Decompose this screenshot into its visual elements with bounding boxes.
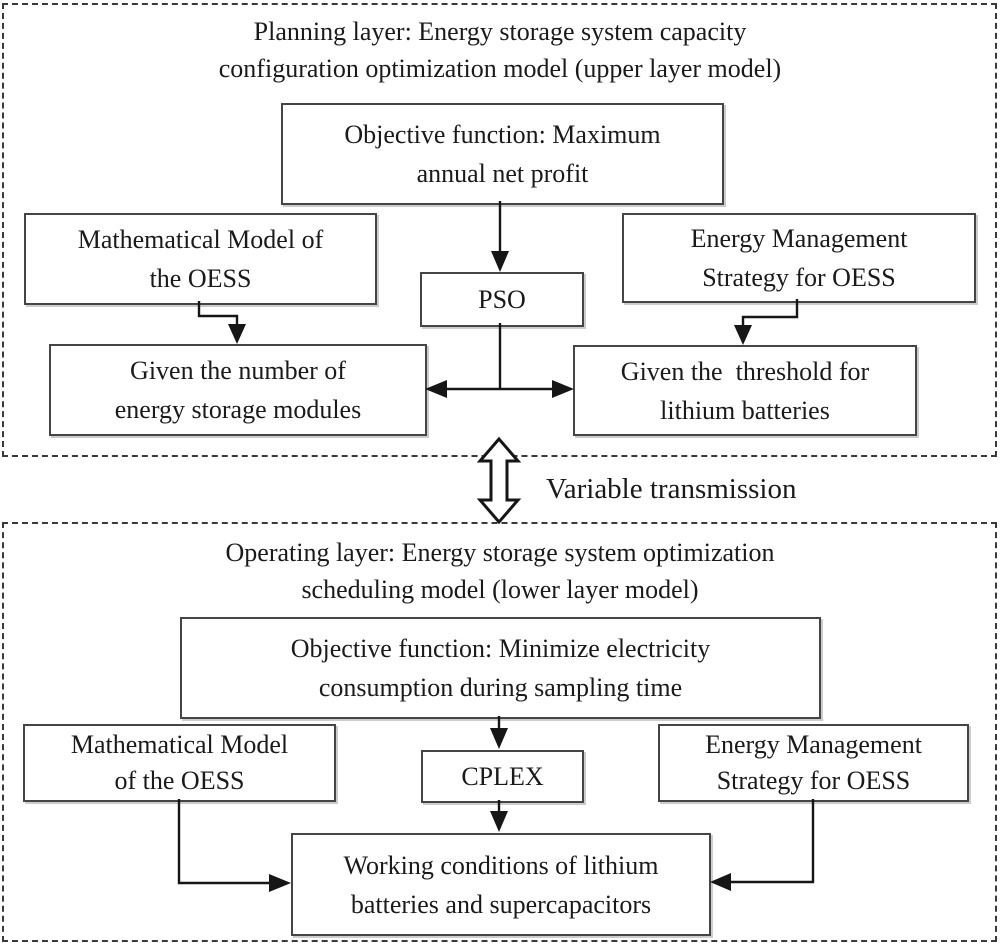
planning-layer-title-line1: Planning layer: Energy storage system ca… [253,17,747,46]
upper-energy-management-line2: Strategy for OESS [702,263,896,292]
lower-objective-line2: consumption during sampling time [318,673,683,702]
given-number-line1: Given the number of [130,356,346,385]
operating-layer-title: Operating layer: Energy storage system o… [0,534,1000,608]
given-threshold-box: Given the threshold for lithium batterie… [573,345,917,436]
working-conditions-line1: Working conditions of lithium [343,850,659,880]
lower-objective-line1: Objective function: Minimize electricity [290,634,711,663]
cplex-label: CPLEX [461,762,544,791]
cplex-box: CPLEX [421,750,584,803]
lower-energy-management-box: Energy Management Strategy for OESS [658,724,969,802]
given-threshold-line1: Given the threshold for [620,356,870,386]
pso-label: PSO [478,285,526,314]
upper-energy-management-box: Energy Management Strategy for OESS [622,213,976,303]
upper-objective-line2: annual net profit [416,159,589,188]
upper-objective-line1: Objective function: Maximum [344,120,661,149]
given-number-line2: energy storage modules [114,395,362,424]
upper-mathematical-model-line2: the OESS [149,264,252,293]
lower-mathematical-model-box: Mathematical Model of the OESS [23,724,336,802]
upper-mathematical-model-box: Mathematical Model of the OESS [24,213,377,305]
operating-layer-title-line2: scheduling model (lower layer model) [301,575,699,604]
pso-box: PSO [420,272,584,327]
upper-mathematical-model-line1: Mathematical Model of [77,225,324,254]
lower-mathematical-model-line1: Mathematical Model [70,730,289,759]
working-conditions-line2: batteries and supercapacitors [350,889,652,919]
lower-energy-management-line1: Energy Management [705,730,922,759]
given-threshold-line2: lithium batteries [660,395,830,425]
working-conditions-box: Working conditions of lithium batteries … [291,833,711,936]
operating-layer-title-line1: Operating layer: Energy storage system o… [225,538,775,567]
upper-objective-box: Objective function: Maximum annual net p… [281,103,724,205]
lower-mathematical-model-line2: of the OESS [114,766,245,795]
lower-energy-management-line2: Strategy for OESS [716,766,911,795]
variable-transmission-label: Variable transmission [546,473,797,505]
lower-objective-box: Objective function: Minimize electricity… [180,617,821,719]
planning-layer-title-line2: configuration optimization model (upper … [218,54,782,83]
given-number-box: Given the number of energy storage modul… [49,344,427,436]
planning-layer-title: Planning layer: Energy storage system ca… [0,13,1000,87]
upper-energy-management-line1: Energy Management [690,224,908,253]
